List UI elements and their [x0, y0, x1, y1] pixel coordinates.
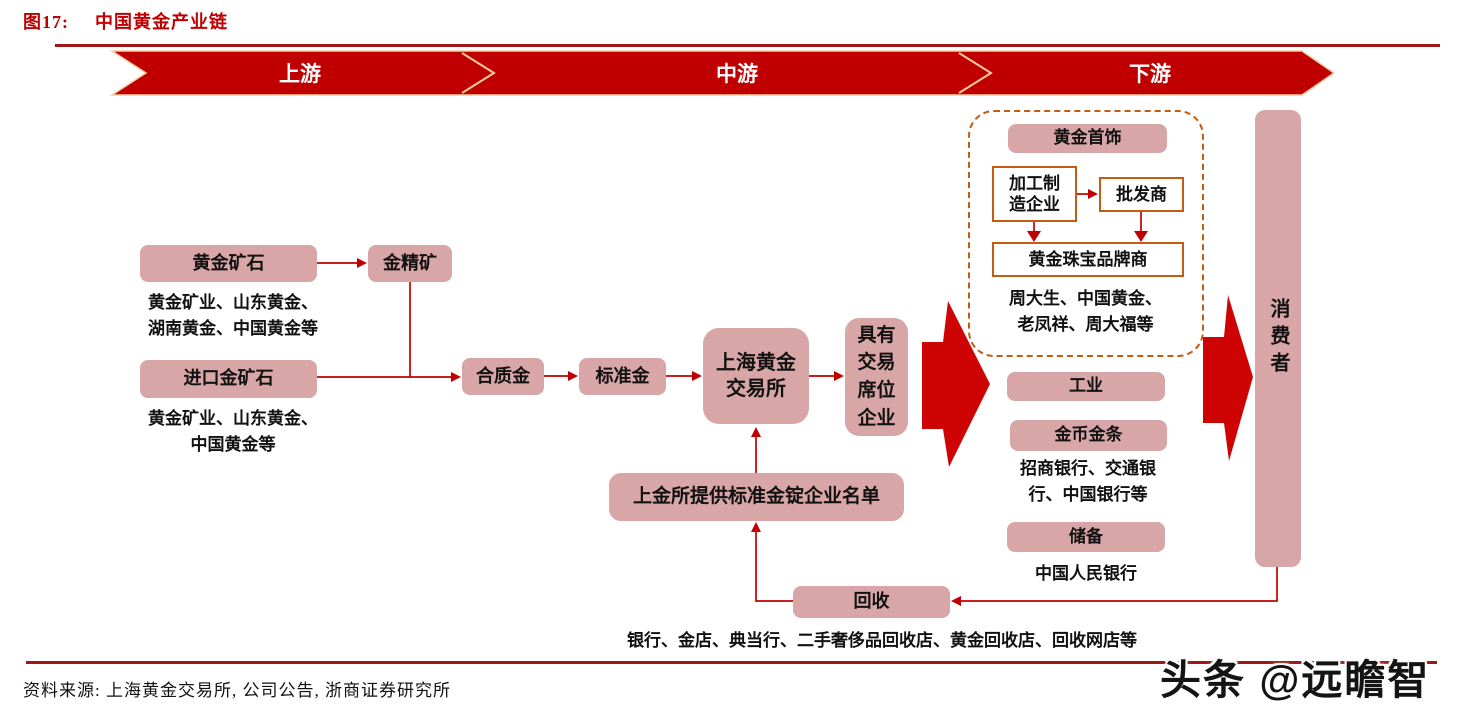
box-standard-gold: 标准金 — [579, 358, 666, 395]
banner-label-upstream: 上游 — [279, 62, 321, 86]
box-sge-standard-ingot-list: 上金所提供标准金锭企业名单 — [609, 473, 904, 521]
box-jewelry-brand: 黄金珠宝品牌商 — [992, 242, 1184, 277]
top-rule — [55, 44, 1440, 47]
banner-arrow-shape — [109, 50, 1336, 96]
banner-label-downstream: 下游 — [1129, 62, 1171, 86]
note-imported-ore-companies: 黄金矿业、山东黄金、 中国黄金等 — [148, 409, 318, 455]
bottom-rule — [26, 661, 1437, 664]
box-wholesaler: 批发商 — [1099, 177, 1184, 212]
box-recycle: 回收 — [793, 586, 950, 618]
box-coins-bars: 金币金条 — [1010, 420, 1167, 451]
box-reserve: 储备 — [1007, 522, 1165, 552]
banner-chevron-separator-1 — [461, 52, 496, 94]
box-gold-jewelry: 黄金首饰 — [1008, 124, 1167, 153]
box-imported-gold-ore: 进口金矿石 — [140, 360, 317, 398]
box-gold-ore: 黄金矿石 — [140, 245, 317, 282]
note-gold-ore-companies: 黄金矿业、山东黄金、 湖南黄金、中国黄金等 — [148, 293, 318, 339]
note-brand-examples: 周大生、中国黄金、 老凤祥、周大福等 — [1009, 289, 1162, 335]
note-recycle-channels: 银行、金店、典当行、二手奢侈品回收店、黄金回收店、回收网店等 — [627, 631, 1137, 650]
box-consumer: 消费者 — [1255, 110, 1301, 567]
box-shanghai-gold-exchange: 上海黄金 交易所 — [703, 328, 809, 424]
note-reserve-bank: 中国人民银行 — [1035, 564, 1137, 583]
note-bank-examples: 招商银行、交通银 行、中国银行等 — [1020, 459, 1156, 505]
figure-title-text: 中国黄金产业链 — [95, 12, 228, 32]
box-trading-seat-enterprises: 具有 交易 席位 企业 — [845, 318, 908, 436]
flow-block-arrow-2 — [1203, 295, 1253, 461]
banner-chevron-separator-2 — [958, 52, 993, 94]
figure-title: 图17: 中国黄金产业链 — [23, 8, 228, 34]
banner-label-midstream: 中游 — [716, 62, 758, 86]
box-gold-concentrate: 金精矿 — [368, 245, 452, 282]
stage-banner: 上游 中游 下游 — [109, 50, 1336, 96]
source-note: 资料来源: 上海黄金交易所, 公司公告, 浙商证券研究所 — [23, 681, 451, 700]
box-industry: 工业 — [1007, 372, 1165, 401]
watermark: 头条 @远瞻智库 — [1160, 657, 1431, 703]
figure-number: 图17: — [23, 12, 69, 32]
jewelry-dashed-group — [968, 110, 1204, 357]
box-processing-enterprises: 加工制 造企业 — [992, 166, 1077, 222]
box-alloy-gold: 合质金 — [462, 358, 544, 395]
